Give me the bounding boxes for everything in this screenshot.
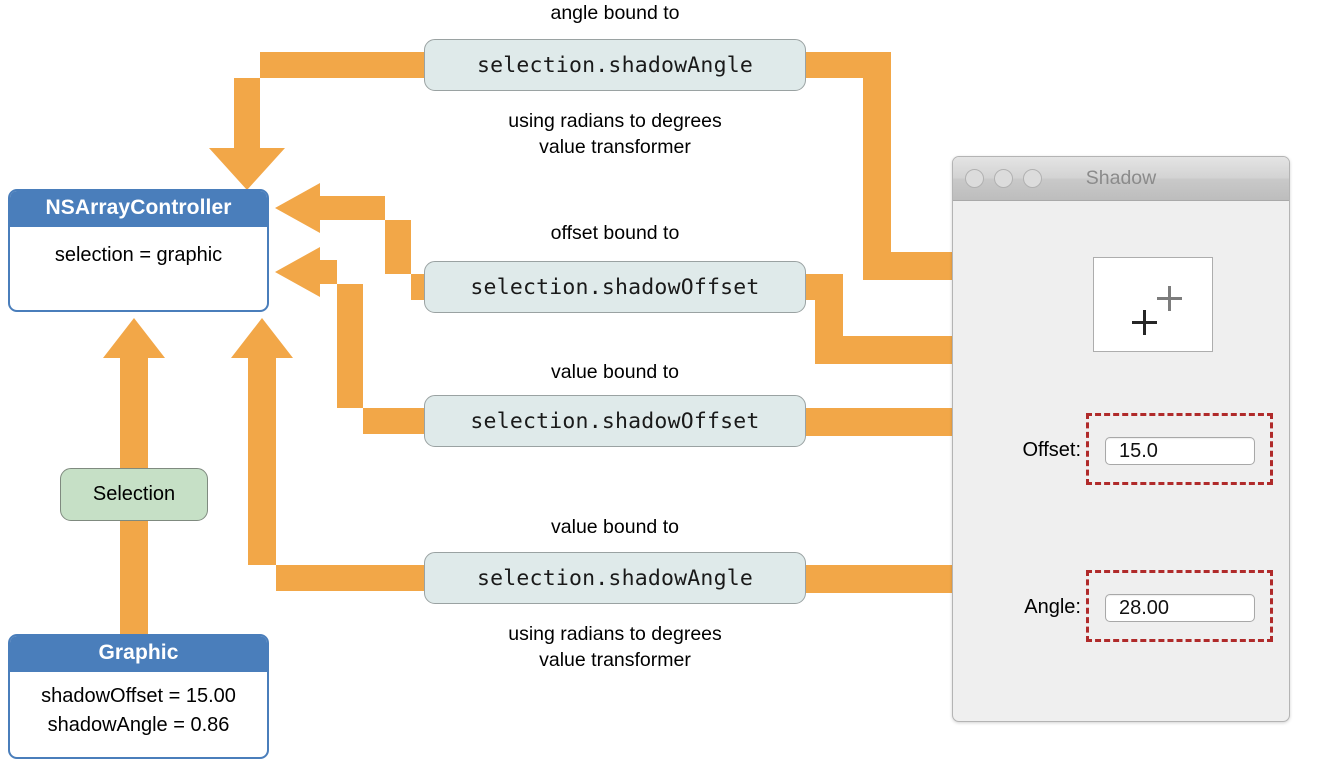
nsarraycontroller-body: selection = graphic	[54, 244, 223, 266]
offset-field-value: 15.0	[1119, 439, 1158, 462]
graphic-box: Graphic shadowOffset = 15.00 shadowAngle…	[8, 634, 269, 759]
minimize-button-icon[interactable]	[994, 169, 1013, 188]
nsarraycontroller-title: NSArrayController	[10, 191, 267, 227]
arrow-offsetvalue-to-controller	[275, 247, 424, 434]
zoom-button-icon[interactable]	[1023, 169, 1042, 188]
caption-angle-bound-to: angle bound to	[550, 2, 680, 24]
keypath-text: selection.shadowOffset	[470, 408, 760, 434]
keypath-selection-shadowangle-1: selection.shadowAngle	[424, 39, 806, 91]
keypath-text: selection.shadowAngle	[476, 52, 754, 78]
caption-angle-transformer-2: using radians to degrees value transform…	[508, 623, 722, 671]
shadow-window[interactable]: Shadow Offset: 15.0 Angle: 28.00	[952, 156, 1290, 722]
keypath-selection-shadowoffset-2: selection.shadowOffset	[424, 395, 806, 447]
offset-field[interactable]: 15.0	[1105, 437, 1255, 465]
angle-highlight-box	[1086, 570, 1273, 642]
caption-value-bound-to-angle: value bound to	[551, 516, 679, 538]
keypath-selection-shadowoffset-1: selection.shadowOffset	[424, 261, 806, 313]
graphic-shadowangle: shadowAngle = 0.86	[47, 714, 230, 736]
graphic-title: Graphic	[10, 636, 267, 672]
selection-tag: Selection	[60, 468, 208, 521]
graphic-body: shadowOffset = 15.00 shadowAngle = 0.86	[10, 672, 267, 750]
offset-label: Offset:	[1022, 439, 1081, 461]
angle-field[interactable]: 28.00	[1105, 594, 1255, 622]
caption-value-bound-to-offset: value bound to	[551, 361, 679, 383]
offset-highlight-box	[1086, 413, 1273, 485]
angle-field-value: 28.00	[1119, 596, 1170, 619]
selection-tag-label: Selection	[92, 483, 176, 505]
graphic-shadowoffset: shadowOffset = 15.00	[41, 685, 236, 707]
keypath-text: selection.shadowAngle	[476, 565, 754, 591]
nsarraycontroller-box: NSArrayController selection = graphic	[8, 189, 269, 312]
window-content: Offset: 15.0 Angle: 28.00	[953, 201, 1289, 721]
caption-angle-transformer: using radians to degrees value transform…	[508, 110, 722, 158]
shadow-plus-marker-icon	[1157, 286, 1182, 311]
arrow-offset-to-controller	[275, 183, 424, 300]
keypath-text: selection.shadowOffset	[470, 274, 760, 300]
close-button-icon[interactable]	[965, 169, 984, 188]
arrow-anglevalue-to-controller	[231, 318, 424, 591]
angle-label: Angle:	[1024, 596, 1081, 618]
window-titlebar[interactable]: Shadow	[953, 157, 1289, 201]
shadow-preview-view[interactable]	[1093, 257, 1213, 352]
arrow-angle-to-controller	[209, 52, 424, 190]
keypath-selection-shadowangle-2: selection.shadowAngle	[424, 552, 806, 604]
caption-offset-bound-to: offset bound to	[550, 222, 680, 244]
main-plus-marker-icon	[1132, 310, 1157, 335]
